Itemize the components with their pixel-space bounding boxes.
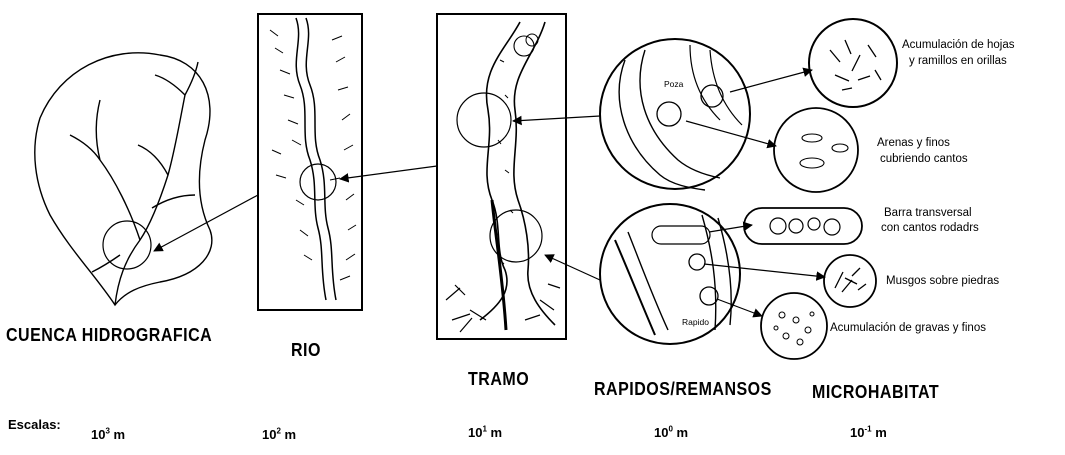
transverse-bar-drawing [744, 208, 862, 244]
scale-value-rapids: 100 m [654, 426, 688, 441]
reach-panel [437, 14, 566, 339]
scale-value-river: 102 m [262, 428, 296, 443]
sand-fines-circle [774, 108, 858, 192]
annotation-leaves-line2: y ramillos en orillas [909, 55, 1007, 68]
watershed-drawing [35, 53, 212, 305]
scale-value-watershed: 103 m [91, 428, 125, 443]
level-label-micro: MICROHABITAT [812, 383, 939, 404]
level-label-cuenca: CUENCA HIDROGRAFICA [6, 326, 212, 347]
annotation-sand-line1: Arenas y finos [877, 137, 950, 150]
scale-value-reach: 101 m [468, 426, 502, 441]
gravel-circle [761, 293, 827, 359]
rapid-circle [600, 204, 740, 344]
pool-label: Poza [664, 80, 683, 90]
pool-circle [600, 39, 750, 190]
level-label-tramo: TRAMO [468, 370, 529, 391]
level-label-rapidos: RAPIDOS/REMANSOS [594, 380, 772, 401]
level-label-rio: RIO [291, 341, 321, 362]
annotation-bar-line2: con cantos rodadrs [881, 222, 979, 235]
annotation-leaves-line1: Acumulación de hojas [902, 39, 1015, 52]
scale-value-microhabitat: 10-1 m [850, 426, 887, 441]
annotation-sand-line2: cubriendo cantos [880, 153, 968, 166]
moss-circle [824, 255, 876, 307]
annotation-moss: Musgos sobre piedras [886, 275, 999, 288]
leaf-litter-circle [809, 19, 897, 107]
annotation-bar-line1: Barra transversal [884, 207, 972, 220]
scales-label: Escalas: [8, 418, 61, 433]
river-panel [258, 14, 362, 310]
rapid-label: Rapido [682, 318, 709, 328]
annotation-gravel: Acumulación de gravas y finos [830, 322, 986, 335]
